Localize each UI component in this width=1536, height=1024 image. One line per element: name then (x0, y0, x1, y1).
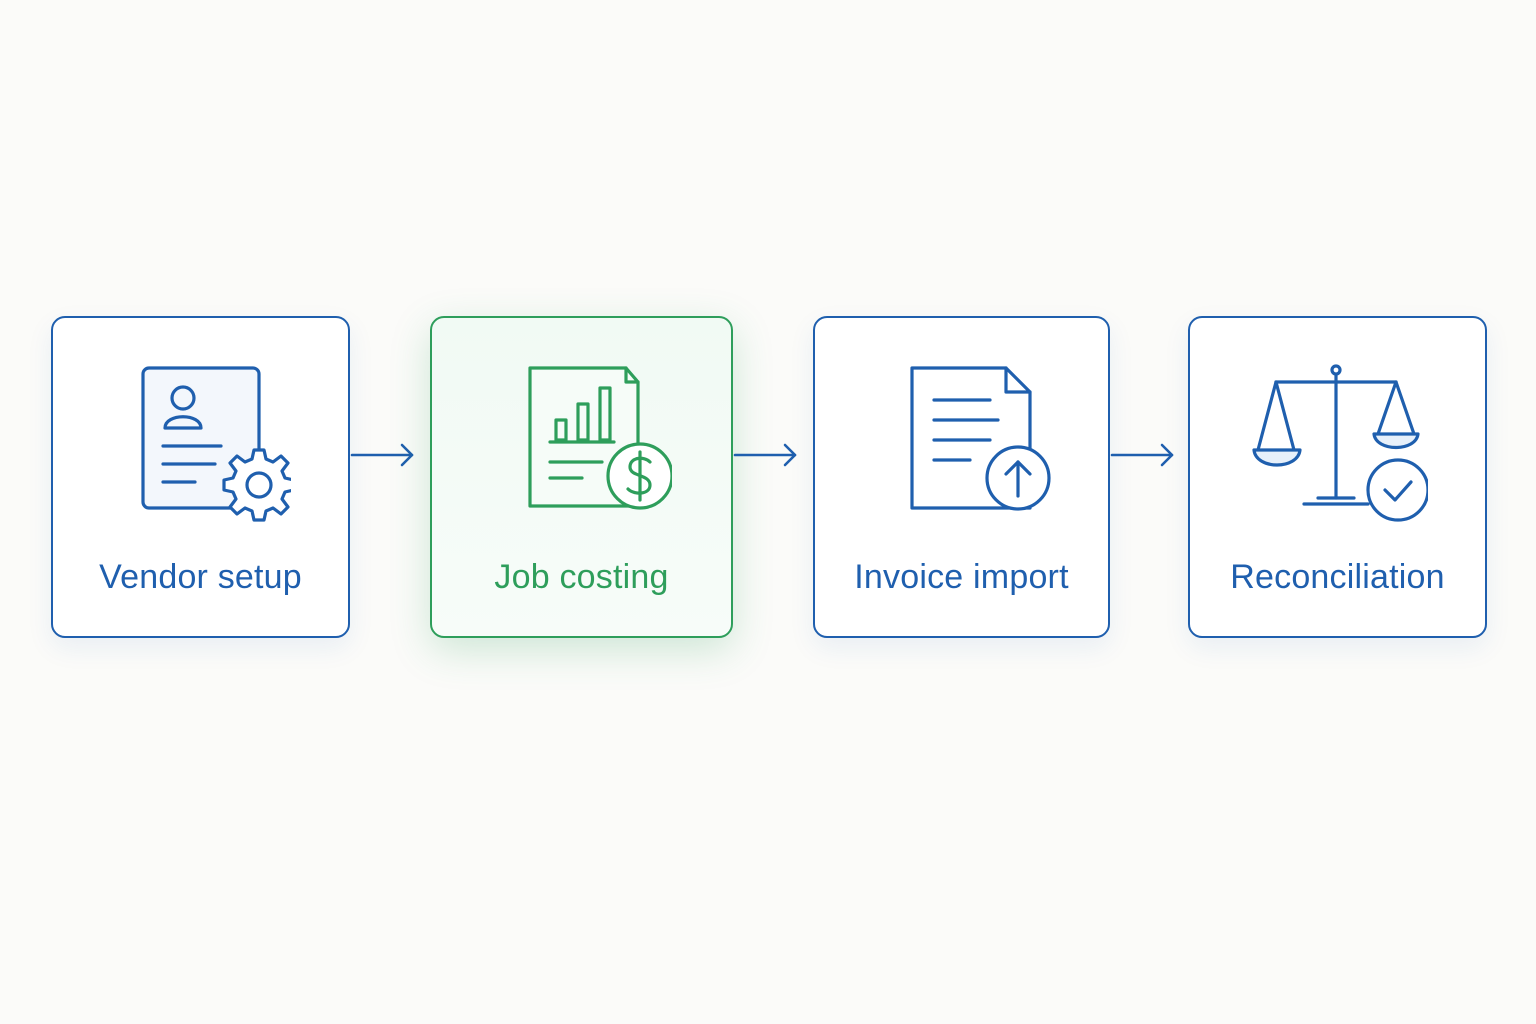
flow-arrow (1110, 440, 1176, 470)
step-job-costing[interactable]: Job costing (430, 316, 733, 638)
step-label: Invoice import (854, 558, 1069, 596)
step-label: Vendor setup (99, 558, 302, 596)
flow-arrow (350, 440, 416, 470)
step-invoice-import[interactable]: Invoice import (813, 316, 1110, 638)
balance-scale-check-icon (1248, 358, 1428, 528)
step-label: Job costing (494, 558, 669, 596)
flow-arrow (733, 440, 799, 470)
chart-dollar-document-icon (492, 358, 672, 528)
step-reconciliation[interactable]: Reconciliation (1188, 316, 1487, 638)
step-label: Reconciliation (1230, 558, 1445, 596)
step-vendor-setup[interactable]: Vendor setup (51, 316, 350, 638)
vendor-profile-gear-icon (111, 358, 291, 528)
document-upload-icon (872, 358, 1052, 528)
